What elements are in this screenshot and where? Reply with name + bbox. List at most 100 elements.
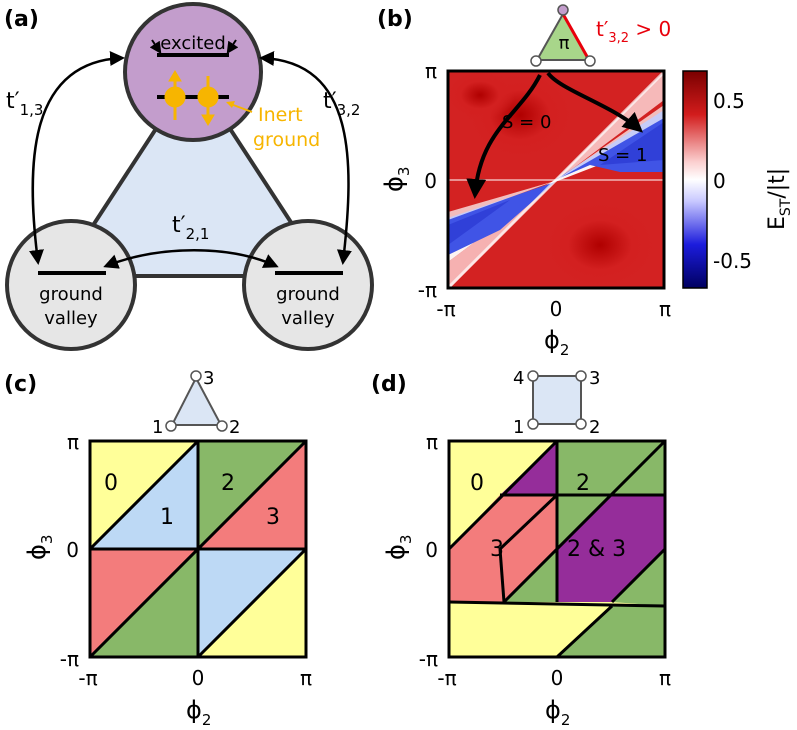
xtick-right: π (659, 297, 671, 321)
hop-arrow-right-icon (259, 51, 352, 265)
node-1-d-label: 1 (513, 417, 524, 438)
node-1 (165, 420, 177, 432)
panel-a: (a) excited Inert ground ground valley g… (4, 2, 374, 351)
panel-c-yticks: π 0 -π (60, 430, 79, 671)
region-labels-c: 0 1 2 3 (104, 471, 280, 530)
arrow-s0-icon (466, 74, 542, 199)
ground-right-label-2: valley (281, 308, 335, 329)
panel-b-xticks: -π 0 π (436, 297, 671, 321)
region-d-2-bottom (557, 606, 665, 657)
svg-text:π: π (659, 666, 671, 690)
panel-d-ylabel: ϕ3 (382, 535, 415, 560)
xtick-left: -π (436, 297, 455, 321)
xtick-mid: 0 (550, 297, 563, 321)
colorbar-label: EST/|t| (765, 168, 794, 230)
panel-c-label: (c) (4, 372, 37, 397)
node-1-label: 1 (152, 417, 163, 438)
region-c-label-0: 0 (104, 471, 118, 496)
panel-c-ylabel: ϕ3 (23, 535, 56, 560)
inset-node-top (557, 4, 569, 16)
inset-edge-highlight (561, 13, 591, 61)
excited-arrow-right-icon (226, 39, 239, 54)
panel-b-xlabel: ϕ2 (544, 326, 569, 359)
cbar-tick-top: 0.5 (713, 89, 745, 113)
region-d-label-23: 2 & 3 (567, 537, 626, 562)
node-1-d (527, 418, 539, 430)
cbar-tick-bottom: -0.5 (713, 249, 752, 273)
region-labels-d: 0 2 3 2 & 3 (470, 471, 626, 562)
panel-c: (c) 3 1 2 0 (4, 368, 312, 729)
svg-text:-π: -π (437, 666, 456, 690)
region-c-label-1: 1 (160, 505, 174, 530)
hop-label-left: t′1,3 (6, 89, 43, 119)
node-2-label: 2 (229, 417, 240, 438)
inset-condition: t′3,2 > 0 (596, 17, 671, 46)
panel-c-xlabel: ϕ2 (186, 696, 211, 729)
panel-d-xticks: -π 0 π (437, 666, 671, 690)
panel-b-ylabel: ϕ3 (380, 167, 413, 192)
hop-arrow-left-icon (29, 51, 125, 265)
svg-text:0: 0 (192, 666, 205, 690)
region-d-label-3: 3 (490, 537, 504, 562)
panel-d-xlabel: ϕ2 (545, 696, 570, 729)
phase-diagram-c (88, 439, 308, 659)
svg-text:-π: -π (60, 647, 79, 671)
inert-label-2: ground (253, 129, 320, 151)
svg-text:0: 0 (66, 538, 79, 562)
heatmap-frame (446, 69, 666, 290)
region-d-label-0: 0 (470, 471, 484, 496)
hop-label-bottom: t′2,1 (172, 213, 209, 243)
panel-d-label: (d) (371, 372, 407, 397)
ground-right-label-1: ground (276, 284, 340, 305)
ytick-top: π (425, 59, 437, 83)
node-2-d-label: 2 (589, 417, 600, 438)
svg-text:0: 0 (551, 666, 564, 690)
colorbar (682, 70, 708, 289)
svg-text:π: π (300, 666, 312, 690)
phase-diagram-d (447, 439, 667, 659)
panel-c-xticks: -π 0 π (78, 666, 312, 690)
panel-b-yticks: π 0 -π (418, 59, 437, 302)
cbar-tick-mid: 0 (713, 169, 726, 193)
region-c-label-3: 3 (266, 505, 280, 530)
node-4 (527, 370, 539, 382)
node-3-label: 3 (203, 368, 214, 389)
region-d-label-2: 2 (576, 471, 590, 496)
excited-arrow-left-icon (149, 39, 162, 54)
node-3-d (575, 370, 587, 382)
ground-left-label-1: ground (39, 284, 103, 305)
colorbar-ticks: 0.5 0 -0.5 (713, 89, 752, 273)
region-s1-label: S = 1 (598, 145, 647, 166)
svg-text:-π: -π (78, 666, 97, 690)
inert-label-1: Inert (258, 104, 303, 126)
arrow-s1-icon (546, 71, 643, 133)
ytick-mid: 0 (424, 169, 437, 193)
panel-b: (b) π t′3,2 > 0 (377, 4, 794, 359)
panel-d-yticks: π 0 -π (419, 430, 438, 671)
inset-node-right (584, 55, 596, 67)
excited-label: excited (160, 33, 226, 54)
panel-a-label: (a) (4, 7, 39, 32)
region-s0-label: S = 0 (502, 112, 551, 133)
ytick-bottom: -π (418, 278, 437, 302)
node-2 (216, 420, 228, 432)
hop-arrow-bottom-icon (103, 249, 279, 269)
svg-text:0: 0 (425, 538, 438, 562)
inert-electrons (164, 70, 219, 126)
node-3 (190, 370, 202, 382)
svg-text:-π: -π (419, 647, 438, 671)
region-c-label-2: 2 (221, 471, 235, 496)
panel-d: (d) 4 3 1 2 (371, 368, 671, 729)
ground-left-label-2: valley (44, 308, 98, 329)
inset-triangle-c (170, 375, 223, 426)
hop-label-right: t′3,2 (323, 89, 360, 119)
inset-pi: π (559, 33, 570, 54)
inset-square-d (532, 375, 582, 425)
inset-node-left (530, 55, 542, 67)
svg-text:π: π (67, 430, 79, 454)
node-2-d (575, 418, 587, 430)
node-4-label: 4 (513, 368, 524, 389)
excited-site (123, 2, 263, 142)
node-3-d-label: 3 (589, 368, 600, 389)
